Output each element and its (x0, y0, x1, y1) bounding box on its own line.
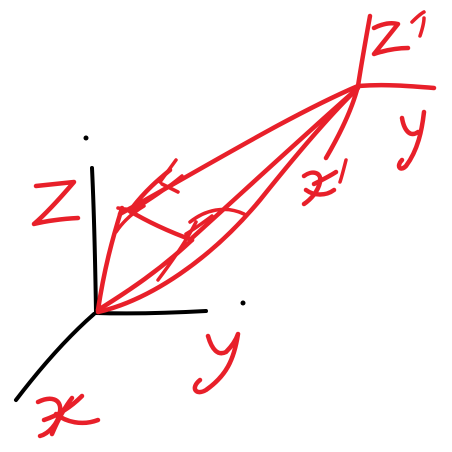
local-z-label: z' (371, 10, 426, 57)
displacement-line-base (95, 87, 359, 315)
local-y-axis (355, 82, 437, 91)
rotation-arc-arrow (158, 158, 180, 194)
rotated-z-axis-near (95, 205, 125, 313)
local-y-label: y (396, 109, 427, 171)
rotated-x-axis-near (125, 207, 195, 243)
world-x-label: x (35, 393, 101, 439)
world-z-axis (90, 166, 98, 314)
world-z-axis-tip-dot (83, 135, 89, 141)
local-x-label: x' (301, 158, 348, 207)
lower-connector (156, 220, 198, 282)
local-x-axis (323, 83, 361, 161)
world-z-label: Z (31, 179, 81, 227)
world-x-axis (14, 312, 96, 402)
local-z-axis (355, 13, 373, 89)
world-y-label: y (192, 331, 241, 395)
world-frame (14, 135, 246, 402)
world-y-axis-tip-dot (240, 300, 246, 306)
inner-tangent-curve (128, 174, 184, 214)
transformation-sketch (95, 83, 361, 315)
local-frame (323, 13, 437, 161)
world-y-axis (94, 309, 208, 316)
angle-arc (188, 207, 246, 224)
